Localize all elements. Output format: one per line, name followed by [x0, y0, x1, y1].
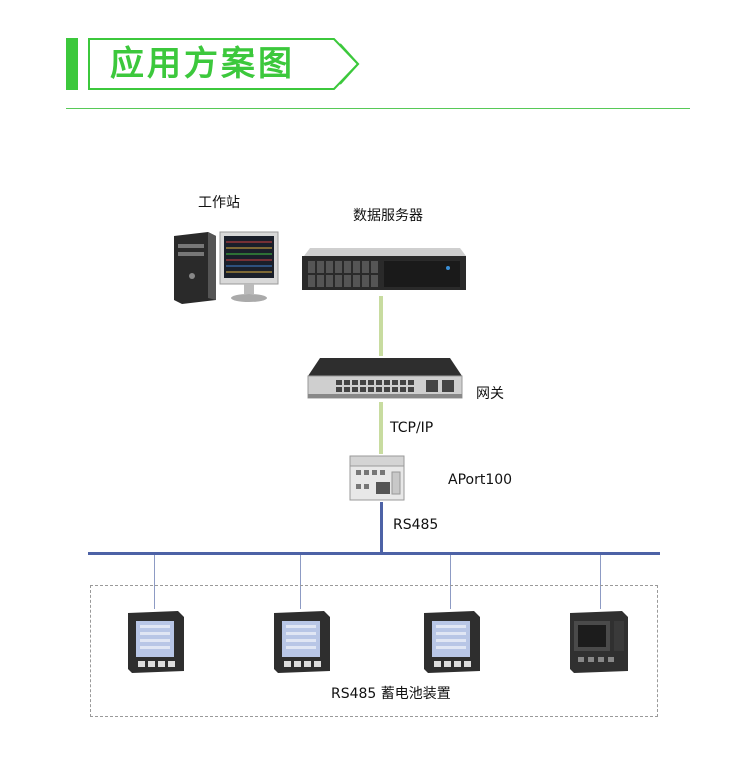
page-title: 应用方案图 — [110, 44, 295, 84]
workstation-label: 工作站 — [198, 195, 240, 211]
tcp-ip-label: TCP/IP — [390, 420, 434, 436]
battery-device-group — [90, 585, 658, 717]
rs485-label: RS485 — [393, 517, 439, 533]
bus-drop-4 — [600, 555, 601, 609]
rs485-link — [380, 502, 383, 553]
server-icon — [302, 248, 466, 290]
tcp-ip-link — [379, 402, 383, 454]
battery-meter-icon-1 — [128, 611, 184, 673]
workstation-icon — [174, 231, 279, 304]
header-title-frame — [88, 38, 360, 90]
gateway-label: 网关 — [476, 386, 504, 402]
battery-meter-icon-3 — [424, 611, 480, 673]
data-server-label: 数据服务器 — [353, 208, 423, 224]
bus-drop-3 — [450, 555, 451, 609]
ethernet-link-server — [379, 296, 383, 356]
battery-meter-icon-2 — [274, 611, 330, 673]
bus-drop-2 — [300, 555, 301, 609]
gateway-switch-icon — [307, 358, 463, 399]
battery-meter-icon-4 — [570, 611, 628, 673]
aport-label: APort100 — [448, 472, 513, 488]
bus-drop-1 — [154, 555, 155, 609]
rs485-bus — [88, 552, 660, 555]
aport-module-icon — [349, 455, 405, 501]
header-accent-bar — [66, 38, 78, 90]
devices-label: RS485 蓄电池装置 — [331, 686, 451, 702]
header-divider — [66, 108, 690, 109]
